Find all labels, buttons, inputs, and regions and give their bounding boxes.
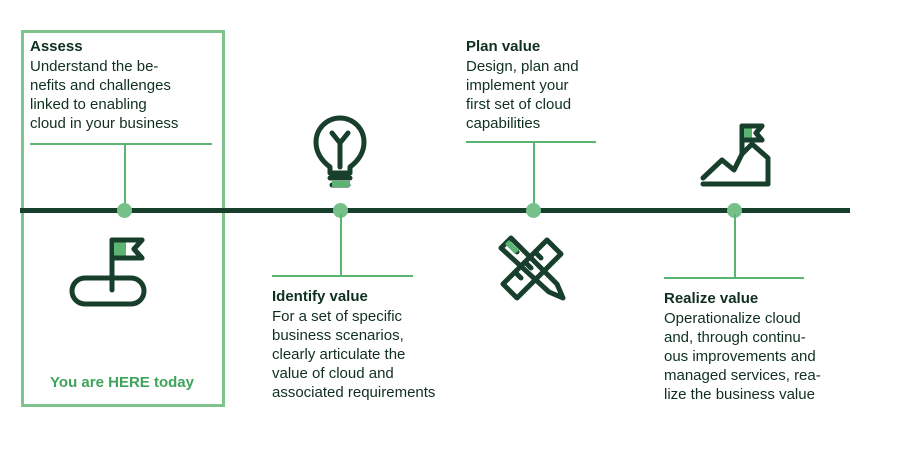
step-identify-value-title: Identify value bbox=[272, 288, 368, 305]
step-identify-value-node bbox=[333, 203, 348, 218]
step-realize-value-node bbox=[727, 203, 742, 218]
step-assess-rule bbox=[30, 143, 212, 145]
step-identify-value-description: For a set of specific business scenarios… bbox=[272, 307, 435, 402]
flag-icon bbox=[69, 237, 147, 307]
step-assess-line: cloud in your business bbox=[30, 115, 179, 132]
step-realize-value-rule bbox=[664, 277, 804, 279]
step-identify-value-line: value of cloud and bbox=[272, 365, 394, 382]
step-plan-value-line: implement your bbox=[466, 77, 569, 94]
step-plan-value-line: capabilities bbox=[466, 115, 541, 132]
step-realize-value-description: Operationalize cloud and, through contin… bbox=[664, 309, 821, 404]
step-identify-value-line: clearly articulate the bbox=[272, 346, 406, 363]
step-realize-value-title: Realize value bbox=[664, 290, 759, 307]
step-assess-title: Assess bbox=[30, 38, 83, 55]
step-realize-value-line: managed services, rea- bbox=[664, 367, 821, 384]
timeline-line bbox=[20, 208, 850, 213]
step-assess-line: nefits and challenges bbox=[30, 77, 171, 94]
step-realize-value-line: lize the business value bbox=[664, 386, 815, 403]
step-assess-node bbox=[117, 203, 132, 218]
step-assess-line: Understand the be- bbox=[30, 58, 159, 75]
you-are-here-label: You are HERE today bbox=[50, 374, 194, 391]
step-plan-value-description: Design, plan and implement your first se… bbox=[466, 57, 579, 133]
step-assess-description: Understand the be- nefits and challenges… bbox=[30, 57, 178, 133]
step-plan-value-title: Plan value bbox=[466, 38, 541, 55]
step-plan-value-rule bbox=[466, 141, 596, 143]
step-plan-value-node bbox=[526, 203, 541, 218]
step-identify-value-stem bbox=[340, 214, 342, 276]
step-realize-value-line: Operationalize cloud bbox=[664, 310, 801, 327]
step-realize-value-stem bbox=[734, 214, 736, 278]
step-identify-value-rule bbox=[272, 275, 413, 277]
step-realize-value-line: and, through continu- bbox=[664, 329, 806, 346]
step-assess-line: linked to enabling bbox=[30, 96, 147, 113]
step-plan-value-stem bbox=[533, 142, 535, 206]
current-step-highlight bbox=[21, 30, 225, 407]
step-assess-stem bbox=[124, 144, 126, 206]
pencil-ruler-icon bbox=[498, 235, 566, 301]
step-plan-value-line: Design, plan and bbox=[466, 58, 579, 75]
mountain-flag-icon bbox=[700, 123, 771, 187]
step-identify-value-line: business scenarios, bbox=[272, 327, 404, 344]
step-identify-value-line: associated requirements bbox=[272, 384, 436, 401]
step-plan-value-line: first set of cloud bbox=[466, 96, 572, 113]
step-identify-value-line: For a set of specific bbox=[272, 308, 403, 325]
step-realize-value-line: ous improvements and bbox=[664, 348, 816, 365]
lightbulb-icon bbox=[313, 115, 367, 188]
